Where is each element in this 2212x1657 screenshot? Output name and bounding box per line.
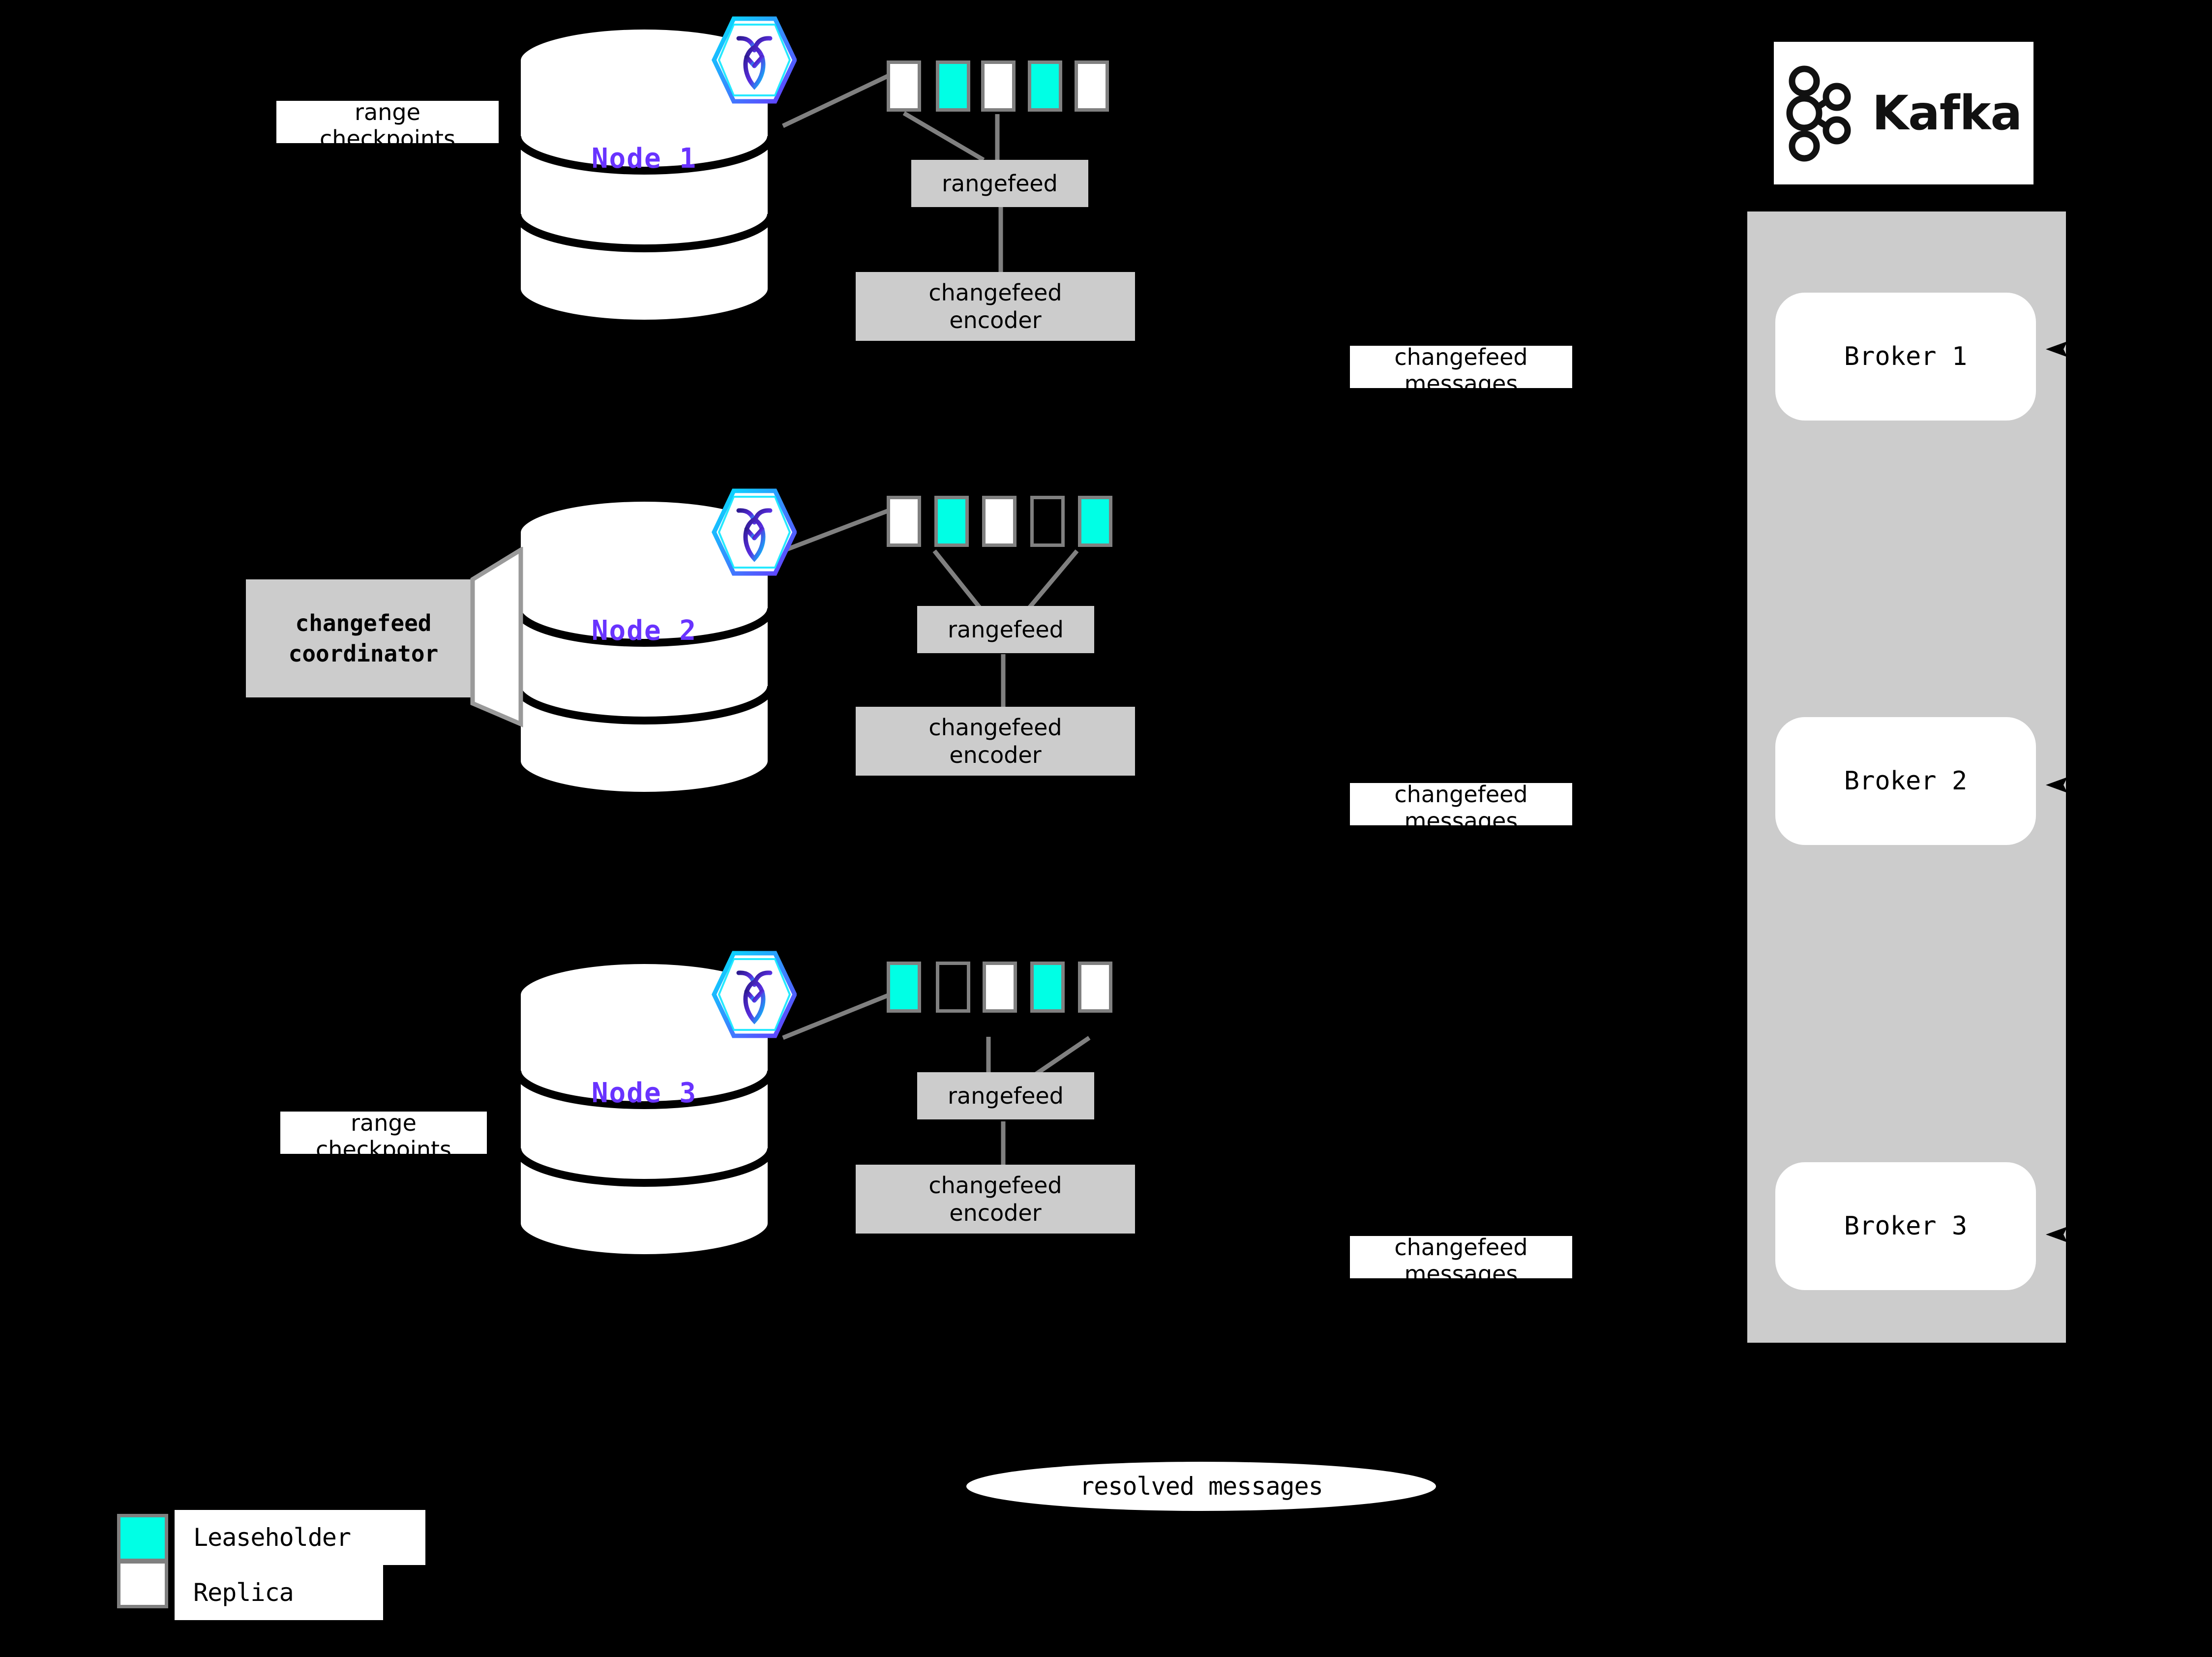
- range-box-leaseholder[interactable]: [887, 962, 921, 1013]
- node1-cockroachdb-logo: [708, 15, 797, 108]
- node2-rangefeed-box[interactable]: rangefeed: [917, 606, 1094, 653]
- kafka-wordmark: Kafka: [1872, 86, 2023, 141]
- node3-rangefeed-box[interactable]: rangefeed: [917, 1072, 1094, 1119]
- node2-cylinder: Node 2: [511, 494, 777, 799]
- kafka-broker-2[interactable]: Broker 2: [1775, 717, 2036, 845]
- range-box-replica[interactable]: [983, 962, 1017, 1013]
- coordinator-flap: [470, 547, 523, 727]
- kafka-inbound-arrow-2: [2046, 777, 2067, 793]
- range-box-empty[interactable]: [936, 962, 970, 1013]
- range-box-leaseholder[interactable]: [1030, 962, 1065, 1013]
- kafka-inbound-arrow-1: [2046, 341, 2067, 357]
- range-box-leaseholder[interactable]: [1028, 60, 1062, 112]
- range-box-replica[interactable]: [887, 496, 921, 547]
- node2-changefeed-encoder-box[interactable]: changefeed encoder: [856, 707, 1135, 776]
- legend-label-leaseholder: Leaseholder: [175, 1510, 425, 1565]
- legend-swatch-leaseholder: [117, 1514, 168, 1562]
- kafka-inbound-arrow-3: [2046, 1227, 2067, 1242]
- range-box-empty[interactable]: [1030, 496, 1065, 547]
- range-box-leaseholder[interactable]: [1078, 496, 1112, 547]
- range-box-leaseholder[interactable]: [934, 496, 969, 547]
- node2-cockroachdb-logo: [708, 487, 797, 580]
- range-box-replica[interactable]: [1075, 60, 1109, 112]
- node1-label: Node 1: [591, 143, 697, 175]
- kafka-logo: [1786, 65, 1851, 162]
- node2-label: Node 2: [591, 615, 697, 647]
- kafka-logo-card: Kafka: [1774, 42, 2033, 184]
- changefeed-coordinator-box[interactable]: changefeed coordinator: [246, 579, 481, 697]
- node3-label: Node 3: [591, 1077, 697, 1109]
- node1-changefeed-encoder-box[interactable]: changefeed encoder: [856, 272, 1135, 341]
- legend-label-replica: Replica: [175, 1565, 383, 1620]
- node1-cylinder: Node 1: [511, 22, 777, 327]
- changefeed-messages-label-1: changefeed messages: [1350, 344, 1572, 397]
- kafka-broker-1[interactable]: Broker 1: [1775, 293, 2036, 421]
- legend-swatch-replica: [117, 1560, 168, 1608]
- node3-range-checkpoints-label: range checkpoints: [280, 1110, 487, 1163]
- node3-cockroachdb-logo: [708, 949, 797, 1042]
- range-box-replica[interactable]: [1078, 962, 1112, 1013]
- resolved-messages-pill[interactable]: resolved messages: [966, 1462, 1436, 1511]
- range-box-leaseholder[interactable]: [936, 60, 970, 112]
- kafka-broker-3[interactable]: Broker 3: [1775, 1162, 2036, 1290]
- range-box-replica[interactable]: [887, 60, 921, 112]
- node3-changefeed-encoder-box[interactable]: changefeed encoder: [856, 1165, 1135, 1234]
- node1-rangefeed-box[interactable]: rangefeed: [911, 160, 1088, 207]
- node3-cylinder: Node 3: [511, 957, 777, 1262]
- range-box-replica[interactable]: [981, 60, 1016, 112]
- node1-range-checkpoints-label: range checkpoints: [276, 99, 499, 152]
- changefeed-messages-label-2: changefeed messages: [1350, 781, 1572, 834]
- changefeed-messages-label-3: changefeed messages: [1350, 1234, 1572, 1287]
- range-box-replica[interactable]: [982, 496, 1016, 547]
